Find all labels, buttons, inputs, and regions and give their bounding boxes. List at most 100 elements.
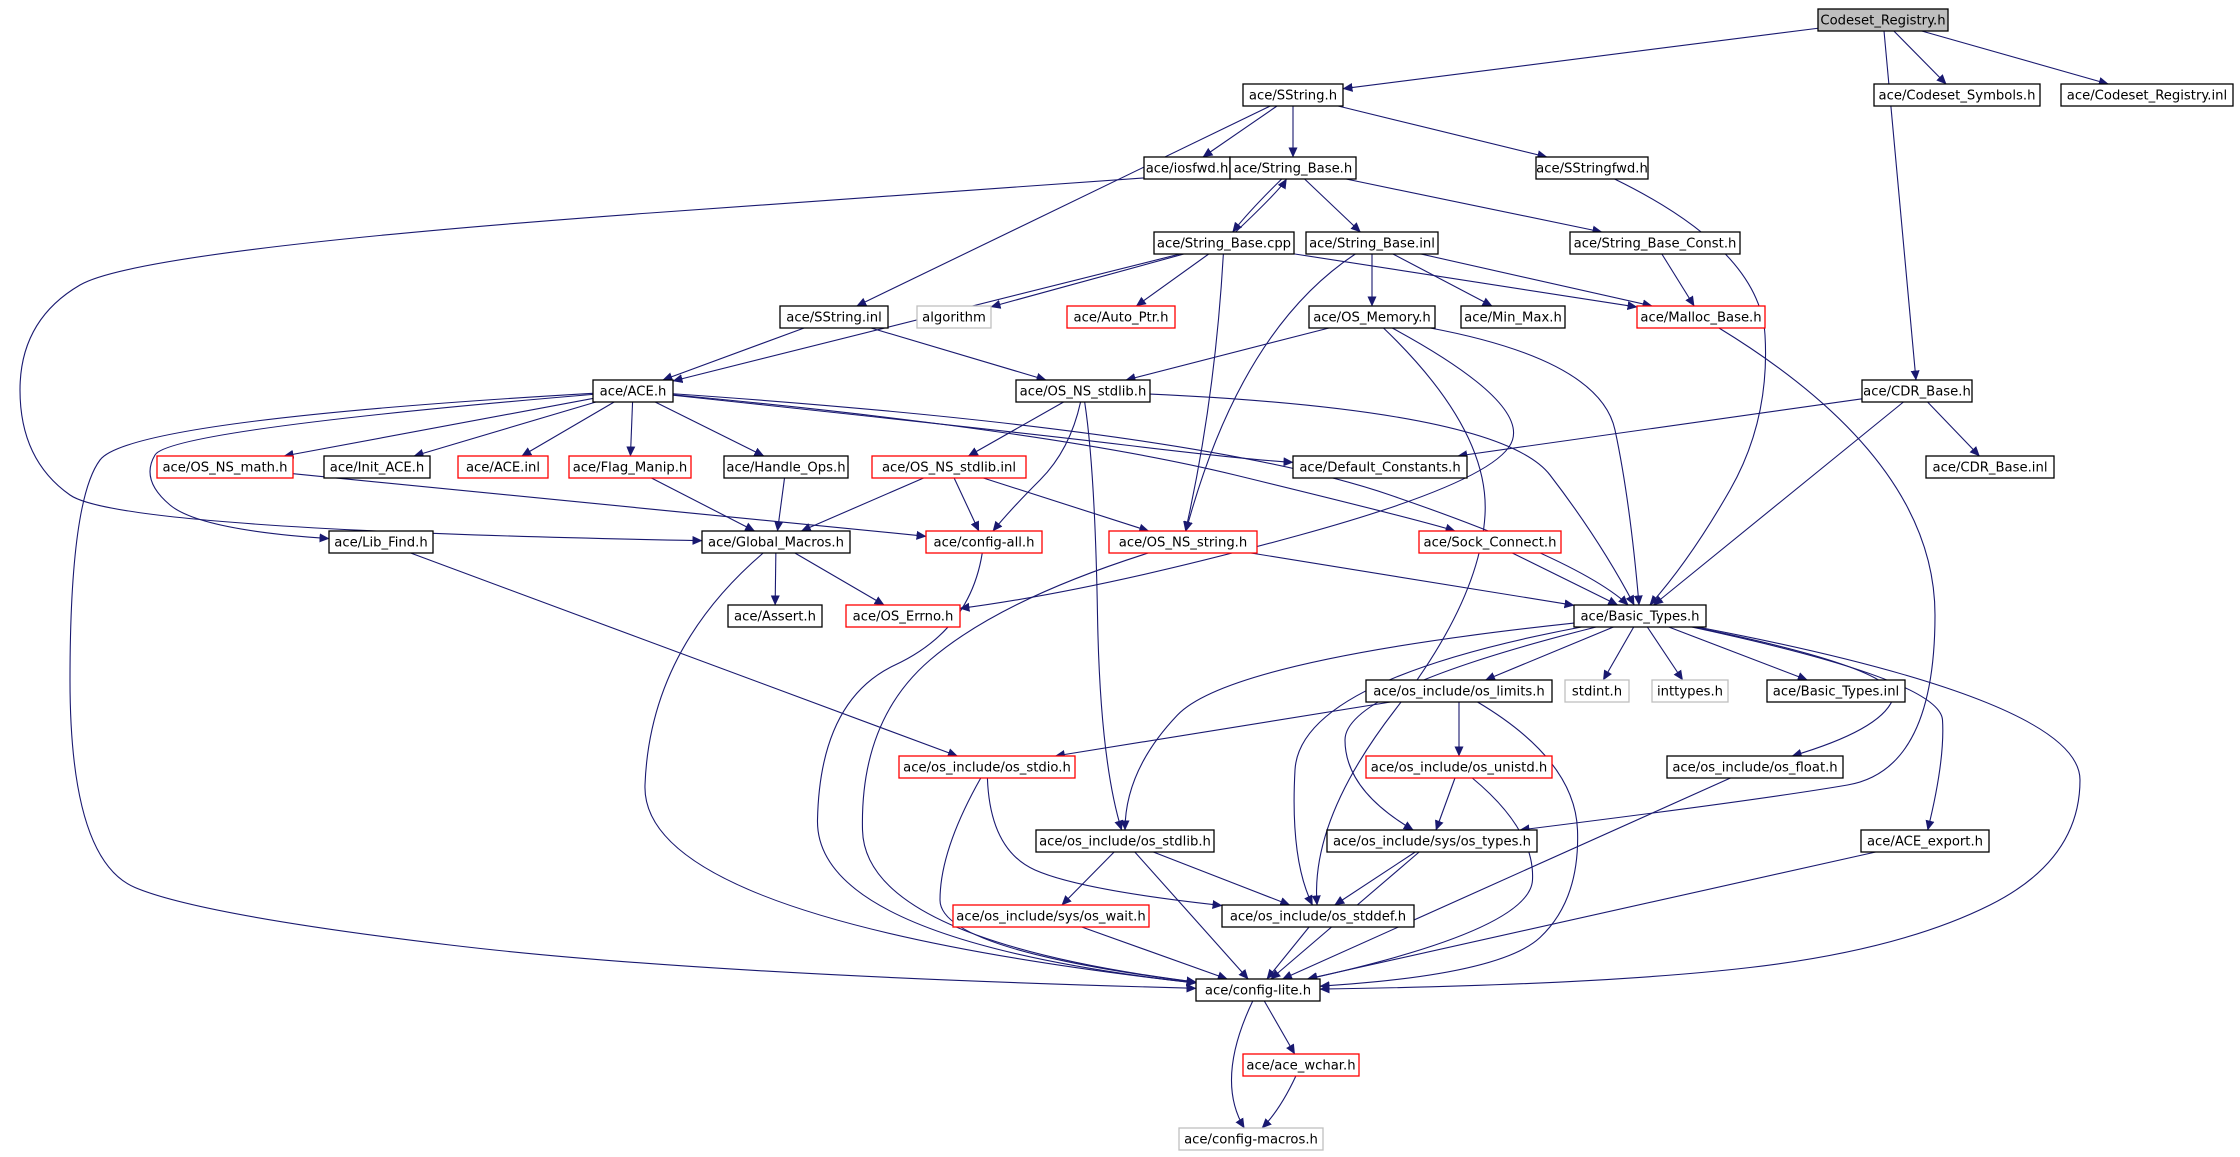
edge-os_stdio_h-to-os_stddef_h	[986, 777, 1223, 909]
edge-lib_find_h-to-os_stdio_h	[410, 552, 958, 757]
node-label: ace/Assert.h	[734, 610, 816, 625]
node-os-wait-h[interactable]: ace/os_include/sys/os_wait.h	[952, 904, 1150, 928]
edge-os_ns_stdlib_h-to-config_all_h	[992, 401, 1082, 532]
node-iosfwd-h[interactable]: ace/iosfwd.h	[1143, 156, 1231, 180]
node-os-memory-h[interactable]: ace/OS_Memory.h	[1308, 305, 1436, 329]
node-lib-find-h[interactable]: ace/Lib_Find.h	[328, 530, 434, 554]
node-global-macros-h[interactable]: ace/Global_Macros.h	[701, 530, 851, 554]
edge-global_macros_h-to-os_errno_h	[794, 552, 885, 606]
node-handle-ops-h[interactable]: ace/Handle_Ops.h	[723, 455, 849, 479]
node-os-stdio-h[interactable]: ace/os_include/os_stdio.h	[898, 755, 1076, 779]
edge-sstring_inl-to-ace_h	[662, 327, 805, 381]
edge-string_base_cpp-to-malloc_base_h	[1293, 253, 1638, 311]
edge-os_wait_h-to-config_lite_h	[1081, 926, 1228, 981]
node-config-lite-h[interactable]: ace/config-lite.h	[1195, 978, 1321, 1002]
node-algorithm[interactable]: algorithm	[916, 305, 992, 329]
edge-os_unistd_h-to-os_types_h	[1435, 777, 1456, 831]
edge-config_lite_h-to-config_macros_h	[1230, 1000, 1254, 1129]
node-sstring-inl[interactable]: ace/SString.inl	[779, 305, 889, 329]
edge-os_ns_stdlib_h-to-basic_types_h	[1149, 393, 1635, 606]
node-stdint-h[interactable]: stdint.h	[1564, 679, 1630, 703]
node-ace-inl[interactable]: ace/ACE.inl	[457, 455, 549, 479]
node-ace-wchar-h[interactable]: ace/ace_wchar.h	[1242, 1053, 1360, 1077]
node-string-base-cpp[interactable]: ace/String_Base.cpp	[1153, 231, 1295, 255]
node-os-types-h[interactable]: ace/os_include/sys/os_types.h	[1326, 829, 1538, 853]
node-malloc-base-h[interactable]: ace/Malloc_Base.h	[1636, 305, 1766, 329]
node-label: ace/ace_wchar.h	[1246, 1059, 1355, 1074]
node-label: ace/Codeset_Symbols.h	[1879, 89, 2036, 104]
edge-os_memory_h-to-os_ns_stdlib_h	[1125, 327, 1330, 383]
node-ace-h[interactable]: ace/ACE.h	[592, 379, 674, 403]
edge-os_stdlib_h-to-os_stddef_h	[1153, 851, 1291, 906]
node-os-limits-h[interactable]: ace/os_include/os_limits.h	[1365, 679, 1553, 703]
node-label: ace/String_Base.cpp	[1157, 237, 1291, 252]
node-box	[1651, 679, 1729, 703]
node-codeset-registry-h[interactable]: Codeset_Registry.h	[1817, 8, 1949, 32]
node-label: ace/OS_NS_stdlib.inl	[882, 461, 1016, 476]
node-ace-export-h[interactable]: ace/ACE_export.h	[1860, 829, 1990, 853]
node-label: ace/os_include/os_float.h	[1672, 761, 1837, 776]
node-sstring-h[interactable]: ace/SString.h	[1242, 83, 1344, 107]
node-assert-h[interactable]: ace/Assert.h	[727, 604, 823, 628]
node-box	[952, 904, 1150, 928]
node-sock-connect-h[interactable]: ace/Sock_Connect.h	[1418, 530, 1562, 554]
node-os-stddef-h[interactable]: ace/os_include/os_stddef.h	[1221, 904, 1415, 928]
node-cdr-base-inl[interactable]: ace/CDR_Base.inl	[1925, 455, 2055, 479]
node-box	[1817, 8, 1949, 32]
node-flag-manip-h[interactable]: ace/Flag_Manip.h	[568, 455, 692, 479]
edge-string_base_cpp-to-string_base_h	[1235, 178, 1287, 233]
node-label: ace/String_Base_Const.h	[1574, 237, 1737, 252]
node-box	[2060, 83, 2234, 107]
node-box	[1242, 1053, 1360, 1077]
edge-ace_h-to-flag_manip_h	[626, 401, 636, 457]
node-basic-types-inl[interactable]: ace/Basic_Types.inl	[1766, 679, 1906, 703]
node-box	[845, 604, 961, 628]
node-os-ns-string-h[interactable]: ace/OS_NS_string.h	[1108, 530, 1258, 554]
node-os-float-h[interactable]: ace/os_include/os_float.h	[1666, 755, 1844, 779]
edge-string_base_h-to-global_macros_h	[19, 171, 1231, 545]
node-init-ace-h[interactable]: ace/Init_ACE.h	[323, 455, 431, 479]
node-os-ns-stdlib-inl[interactable]: ace/OS_NS_stdlib.inl	[871, 455, 1027, 479]
node-codeset-symbols-h[interactable]: ace/Codeset_Symbols.h	[1873, 83, 2041, 107]
node-os-stdlib-h[interactable]: ace/os_include/os_stdlib.h	[1035, 829, 1215, 853]
node-label: ace/Init_ACE.h	[330, 461, 424, 476]
node-sstringfwd-h[interactable]: ace/SStringfwd.h	[1535, 156, 1649, 180]
node-box	[1242, 83, 1344, 107]
node-box	[1153, 231, 1295, 255]
node-config-macros-h[interactable]: ace/config-macros.h	[1178, 1127, 1324, 1151]
node-label: ace/OS_NS_math.h	[162, 461, 287, 476]
node-os-errno-h[interactable]: ace/OS_Errno.h	[845, 604, 961, 628]
node-box	[1229, 156, 1357, 180]
node-os-unistd-h[interactable]: ace/os_include/os_unistd.h	[1365, 755, 1553, 779]
node-box	[1569, 231, 1741, 255]
node-inttypes-h[interactable]: inttypes.h	[1651, 679, 1729, 703]
node-codeset-registry-inl[interactable]: ace/Codeset_Registry.inl	[2060, 83, 2234, 107]
node-os-ns-stdlib-h[interactable]: ace/OS_NS_stdlib.h	[1015, 379, 1151, 403]
edge-os_ns_stdlib_inl-to-os_ns_string_h	[983, 477, 1150, 533]
edge-os_unistd_h-to-config_lite_h	[1307, 777, 1534, 982]
edge-string_base_h-to-string_base_cpp	[1232, 178, 1283, 233]
node-cdr-base-h[interactable]: ace/CDR_Base.h	[1861, 379, 1973, 403]
node-min-max-h[interactable]: ace/Min_Max.h	[1460, 305, 1566, 329]
node-default-constants-h[interactable]: ace/Default_Constants.h	[1292, 455, 1468, 479]
node-box	[1564, 679, 1630, 703]
node-label: stdint.h	[1572, 685, 1622, 700]
node-label: ace/ACE.inl	[466, 461, 540, 476]
node-label: ace/os_include/sys/os_wait.h	[956, 910, 1145, 925]
edge-string_base_inl-to-malloc_base_h	[1420, 253, 1653, 309]
edge-string_base_inl-to-os_ns_string_h	[1184, 253, 1356, 532]
node-string-base-h[interactable]: ace/String_Base.h	[1229, 156, 1357, 180]
edge-sstring_h-to-sstringfwd_h	[1337, 105, 1548, 160]
node-box	[1861, 379, 1973, 403]
node-string-base-const-h[interactable]: ace/String_Base_Const.h	[1569, 231, 1741, 255]
node-config-all-h[interactable]: ace/config-all.h	[925, 530, 1043, 554]
node-os-ns-math-h[interactable]: ace/OS_NS_math.h	[156, 455, 294, 479]
node-auto-ptr-h[interactable]: ace/Auto_Ptr.h	[1066, 305, 1176, 329]
node-label: ace/Auto_Ptr.h	[1074, 311, 1169, 326]
node-string-base-inl[interactable]: ace/String_Base.inl	[1305, 231, 1439, 255]
node-box	[1221, 904, 1415, 928]
node-basic-types-h[interactable]: ace/Basic_Types.h	[1573, 604, 1707, 628]
node-label: ace/config-all.h	[934, 536, 1035, 551]
node-label: ace/Basic_Types.h	[1580, 610, 1699, 625]
node-box	[1308, 305, 1436, 329]
